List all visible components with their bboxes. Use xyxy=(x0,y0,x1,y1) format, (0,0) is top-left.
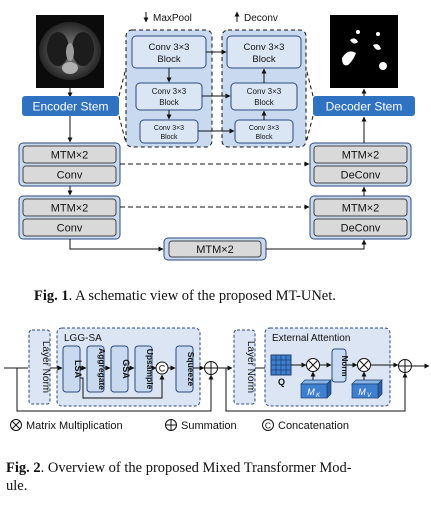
legend-concatenation-label: Concatenation xyxy=(278,420,349,432)
ct-scan-image xyxy=(36,15,104,88)
layer-norm-label: Layer Norm xyxy=(40,341,51,393)
squeeze-label: Squeeze xyxy=(186,352,196,387)
legend-summation-label: Summation xyxy=(181,420,237,432)
summation-node-2 xyxy=(398,359,412,373)
aggregate-label: Aggregate xyxy=(97,348,107,390)
legend-concat-symbol: C xyxy=(265,421,271,431)
mtm-label: MTM×2 xyxy=(196,244,234,256)
deconv-label: DeConv xyxy=(341,223,381,235)
matrix-multiplication-node-1 xyxy=(306,358,320,372)
encoder-conv-block-2: Conv 3×3 Block xyxy=(135,82,203,111)
upsample-label: Upsample xyxy=(145,349,155,390)
lgg-sa-title: LGG-SA xyxy=(64,333,102,344)
gsa-block: GSA xyxy=(110,345,131,393)
conv-block-sublabel: Block xyxy=(159,98,180,107)
memory-key-cube: M K xyxy=(300,379,332,399)
figure-1-caption-label: Fig. 1 xyxy=(34,288,69,304)
figure-2-caption-text-line2: ule. xyxy=(6,478,28,494)
legend-matrix-multiplication-label: Matrix Multiplication xyxy=(26,420,123,432)
conv-block-sublabel: Block xyxy=(254,98,275,107)
mk-label: M xyxy=(307,387,315,397)
encoder-stage-1: MTM×2 Conv xyxy=(18,142,121,187)
figure-2-caption-line2: ule. xyxy=(6,477,27,495)
figure-2-caption-text-line1: . Overview of the proposed Mixed Transfo… xyxy=(40,460,352,476)
summation-node-1 xyxy=(204,361,218,375)
encoder-stem-label: Encoder Stem xyxy=(32,100,108,114)
decoder-conv-block-2: Conv 3×3 Block xyxy=(230,82,298,111)
lsa-label: LSA xyxy=(73,360,83,379)
residual-connection-2 xyxy=(225,368,408,412)
maxpool-legend-label: MaxPool xyxy=(153,13,192,24)
conv-block-label: Conv 3×3 xyxy=(247,87,282,96)
concatenation-node: C xyxy=(155,361,169,375)
figure-2-caption: Fig. 2. Overview of the proposed Mixed T… xyxy=(6,459,428,477)
bottleneck-mtm: MTM×2 xyxy=(163,237,267,261)
gsa-label: GSA xyxy=(121,359,131,379)
mv-subscript: V xyxy=(367,393,372,399)
memory-value-cube: M V xyxy=(351,379,383,399)
mk-subscript: K xyxy=(316,393,321,399)
q-label: Q xyxy=(278,377,285,387)
decoder-stage-2: MTM×2 DeConv xyxy=(309,195,412,240)
lsa-block: LSA xyxy=(62,345,83,393)
layer-norm-label: Layer Norm xyxy=(245,341,256,393)
encoder-stage-2: MTM×2 Conv xyxy=(18,195,121,240)
legend-matrix-multiplication: Matrix Multiplication xyxy=(10,419,123,432)
matrix-multiplication-node-2 xyxy=(357,358,371,372)
deconv-legend: Deconv xyxy=(234,11,278,24)
mtm-label: MTM×2 xyxy=(51,203,89,215)
norm-label: Norm xyxy=(340,356,349,377)
decoder-conv-block-3: Conv 3×3 Block xyxy=(234,119,294,144)
encoder-conv-block-1: Conv 3×3 Block xyxy=(131,35,207,69)
dashed-connector-encoder xyxy=(118,67,127,97)
aggregate-block: Aggregate xyxy=(86,345,107,393)
figure-2-caption-label: Fig. 2 xyxy=(6,460,41,476)
mv-label: M xyxy=(358,387,366,397)
deconv-legend-label: Deconv xyxy=(244,13,278,24)
figure-1-caption: Fig. 1. A schematic view of the proposed… xyxy=(34,287,336,305)
dashed-connector-decoder xyxy=(305,67,314,97)
mtm-label: MTM×2 xyxy=(342,150,380,162)
conv-block-sublabel: Block xyxy=(157,54,180,65)
legend-concatenation: C Concatenation xyxy=(262,419,349,432)
mtm-label: MTM×2 xyxy=(51,150,89,162)
conv-block-sublabel: Block xyxy=(255,134,273,141)
encoder-conv-block-3: Conv 3×3 Block xyxy=(139,119,199,144)
conv-label: Conv xyxy=(57,223,83,235)
layer-norm-2: Layer Norm xyxy=(233,329,256,405)
conv-label: Conv xyxy=(57,170,83,182)
conv-block-label: Conv 3×3 xyxy=(154,125,184,132)
decoder-stem: Decoder Stem xyxy=(313,96,415,116)
conv-block-label: Conv 3×3 xyxy=(249,125,279,132)
external-attention-title: External Attention xyxy=(272,333,350,344)
maxpool-legend: MaxPool xyxy=(143,12,192,24)
conv-block-label: Conv 3×3 xyxy=(149,42,190,53)
concat-symbol: C xyxy=(159,364,166,374)
query-matrix-icon xyxy=(270,354,292,376)
deconv-label: DeConv xyxy=(341,170,381,182)
squeeze-block: Squeeze xyxy=(175,345,196,393)
conv-block-label: Conv 3×3 xyxy=(244,42,285,53)
decoder-stem-label: Decoder Stem xyxy=(326,100,403,114)
segmentation-mask-image xyxy=(330,15,398,88)
residual-connection-1 xyxy=(16,368,214,412)
conv-block-label: Conv 3×3 xyxy=(152,87,187,96)
upsample-block: Upsample xyxy=(134,345,155,393)
encoder-stem: Encoder Stem xyxy=(22,96,119,116)
legend-summation: Summation xyxy=(165,419,237,432)
figure-1-caption-text: . A schematic view of the proposed MT-UN… xyxy=(68,288,336,304)
decoder-conv-block-1: Conv 3×3 Block xyxy=(226,35,302,69)
conv-block-sublabel: Block xyxy=(252,54,275,65)
conv-block-sublabel: Block xyxy=(160,134,178,141)
layer-norm-1: Layer Norm xyxy=(28,329,51,405)
mtm-label: MTM×2 xyxy=(342,203,380,215)
decoder-stage-1: MTM×2 DeConv xyxy=(309,142,412,187)
